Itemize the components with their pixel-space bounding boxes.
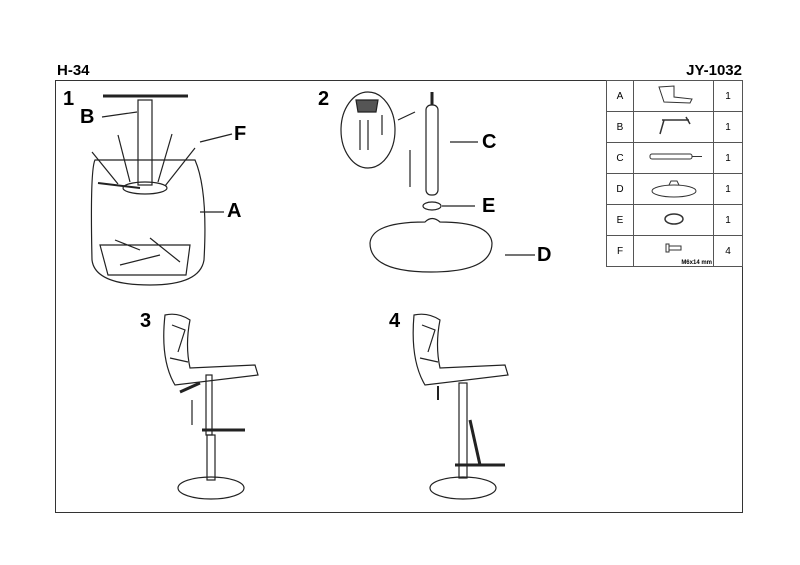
model-code-left: H-34: [57, 62, 90, 79]
part-letter: F: [606, 235, 634, 267]
part-qty: 1: [713, 80, 743, 112]
gas-cylinder-icon: [633, 142, 714, 174]
callout-e: E: [482, 195, 496, 217]
step-number: 2: [318, 88, 330, 110]
screw-icon: M6x14 mm: [633, 235, 714, 267]
step-number: 4: [389, 310, 401, 332]
part-qty: 1: [713, 173, 743, 205]
part-letter: A: [606, 80, 634, 112]
part-letter: D: [606, 173, 634, 205]
part-qty: 1: [713, 142, 743, 174]
step-number: 3: [140, 310, 152, 332]
callout-b: B: [80, 106, 95, 128]
ring-icon: [633, 204, 714, 236]
lever-icon: [633, 111, 714, 143]
callout-d: D: [537, 244, 552, 266]
base-icon: [633, 173, 714, 205]
callout-f: F: [234, 123, 247, 145]
screw-size: M6x14 mm: [681, 260, 712, 266]
step2-illustration: [340, 91, 535, 273]
part-letter: B: [606, 111, 634, 143]
diagram-frame: [55, 80, 743, 513]
step3-illustration: [163, 313, 259, 500]
step-number: 1: [63, 88, 75, 110]
callout-a: A: [227, 200, 242, 222]
model-code-right: JY-1032: [686, 62, 742, 79]
part-qty: 1: [713, 204, 743, 236]
part-letter: C: [606, 142, 634, 174]
callout-c: C: [482, 131, 497, 153]
step4-illustration: [412, 313, 509, 500]
part-qty: 1: [713, 111, 743, 143]
part-letter: E: [606, 204, 634, 236]
part-qty: 4: [713, 235, 743, 267]
step1-illustration: [90, 94, 233, 286]
seat-icon: [633, 80, 714, 112]
